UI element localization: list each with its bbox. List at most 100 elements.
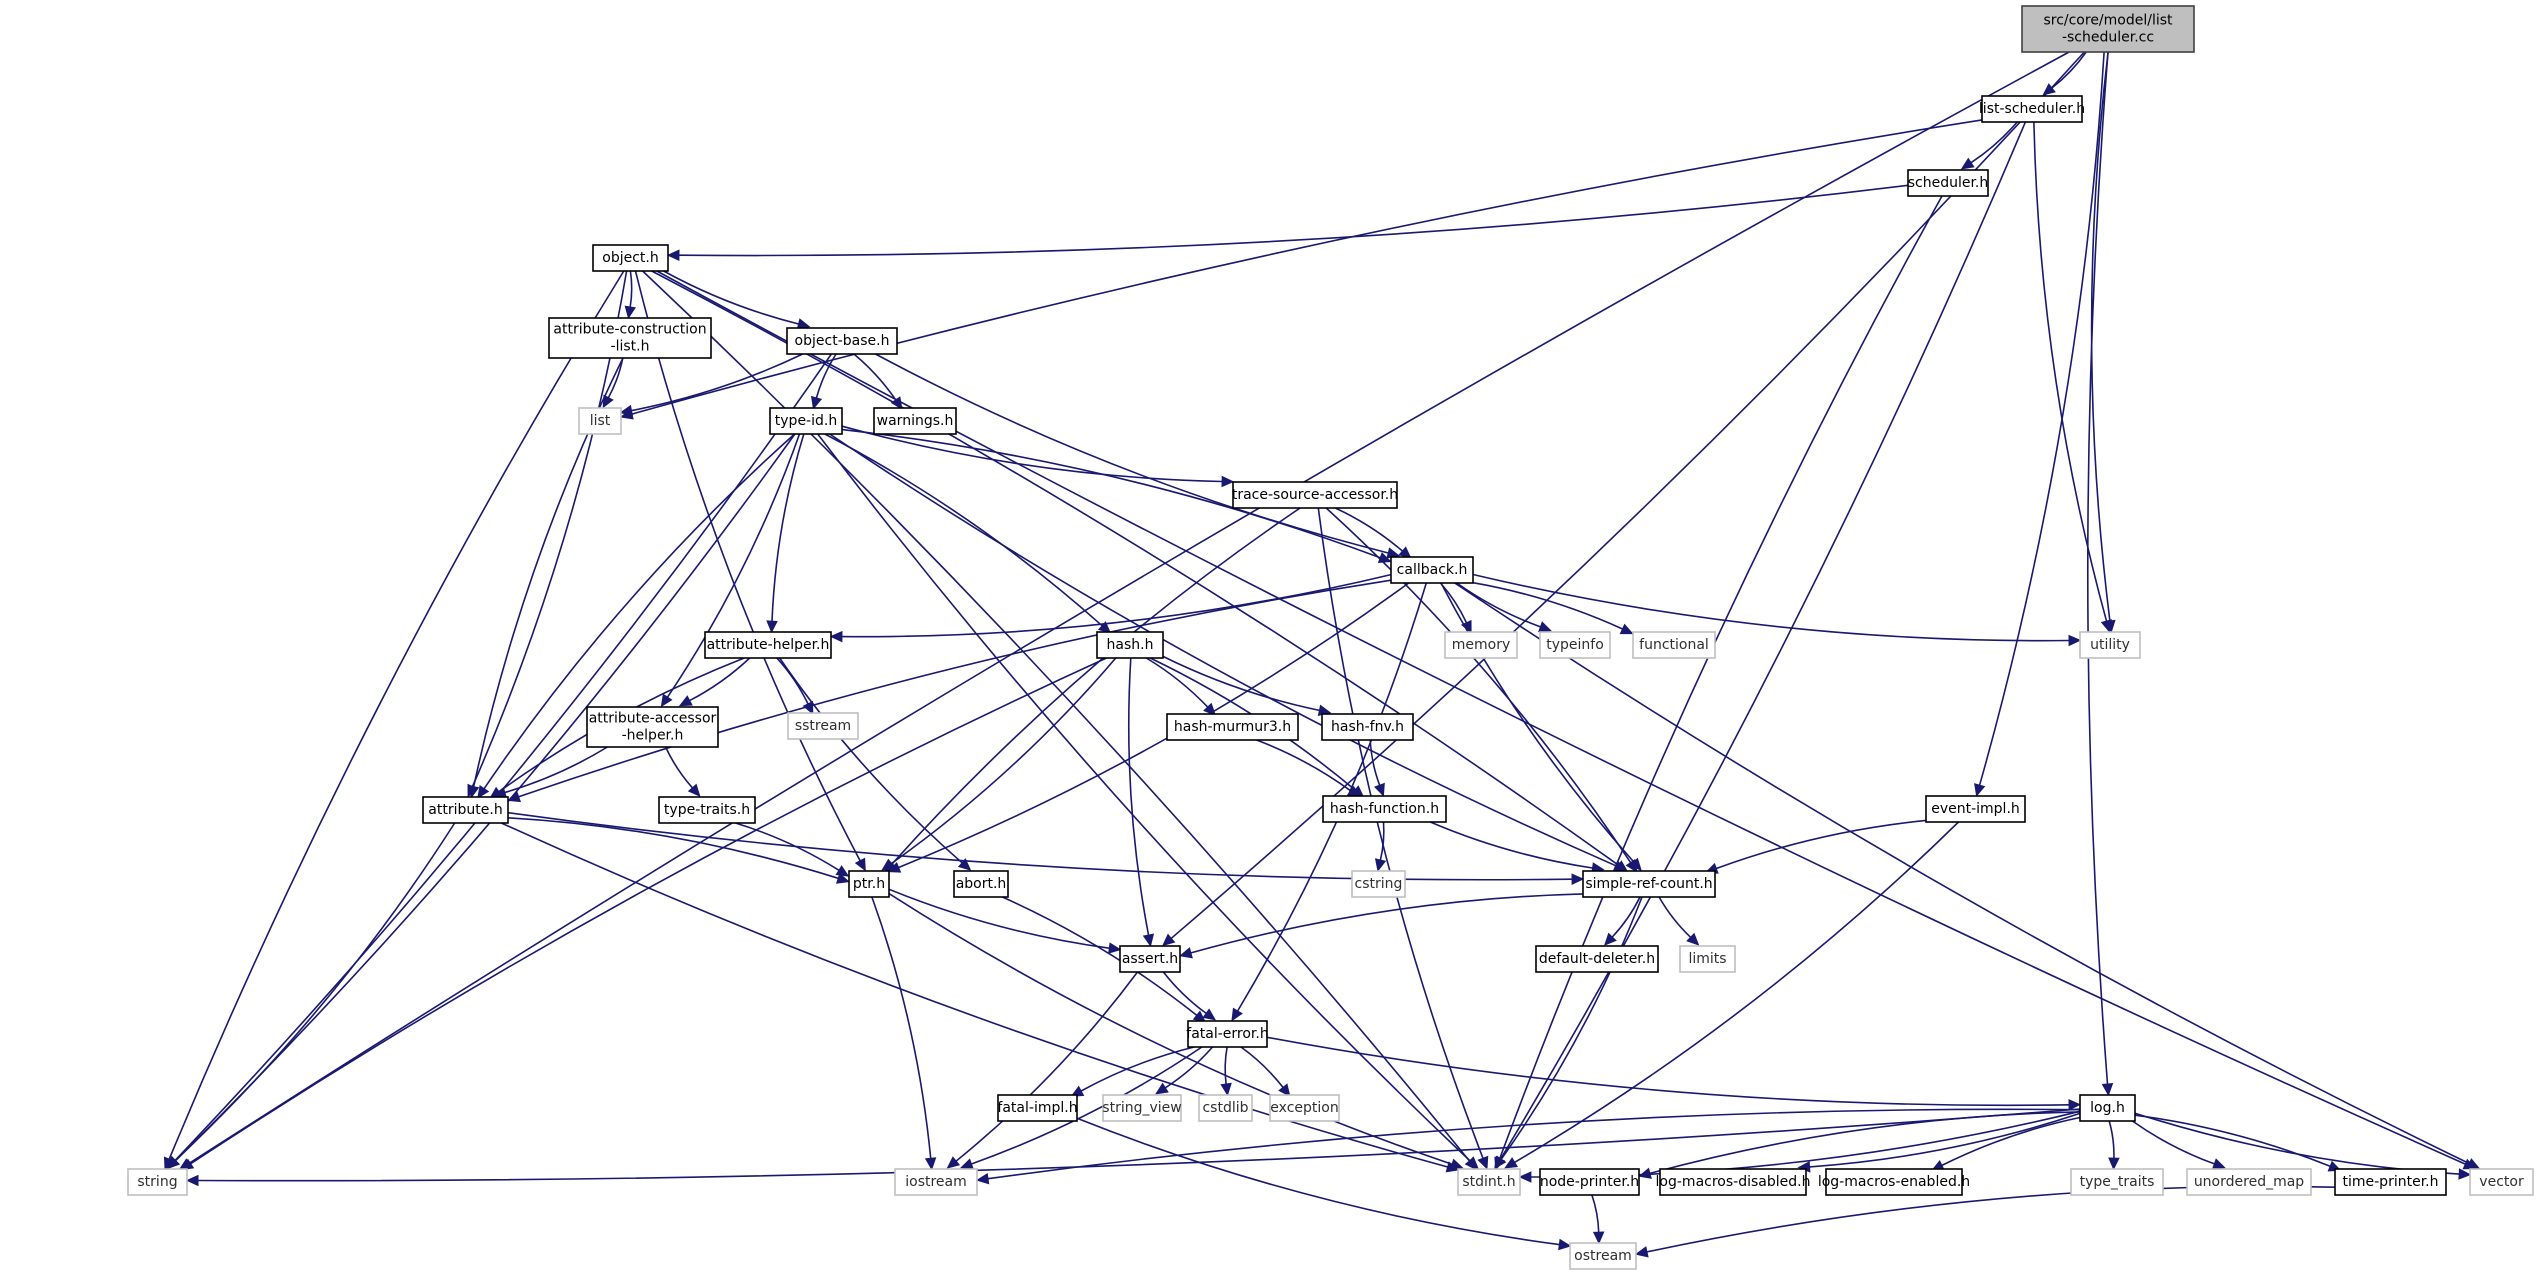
edge-object-base-h-to-string — [166, 353, 833, 1170]
node-attribute-construction-list-h[interactable]: attribute-construction-list.h — [548, 317, 712, 359]
node-stdint-h: stdint.h — [1457, 1168, 1521, 1196]
node-fatal-impl-h[interactable]: fatal-impl.h — [997, 1094, 1078, 1122]
node-box[interactable] — [2334, 1168, 2447, 1196]
edge-line — [634, 270, 861, 862]
node-box[interactable] — [704, 631, 832, 659]
edge-object-base-h-to-type-id-h — [810, 353, 837, 410]
edge-line — [1970, 121, 2018, 164]
node-object-base-h[interactable]: object-base.h — [786, 327, 898, 355]
node-box[interactable] — [997, 1094, 1078, 1122]
node-label: cstring — [1355, 876, 1403, 892]
node-log-macros-enabled-h[interactable]: log-macros-enabled.h — [1818, 1168, 1970, 1196]
arrowhead-icon — [829, 630, 843, 643]
node-box[interactable] — [658, 796, 756, 824]
edge-line — [500, 822, 1448, 1168]
node-box[interactable] — [1232, 481, 1398, 509]
arrowhead-icon — [1155, 1082, 1169, 1095]
node-exception: exception — [1269, 1094, 1340, 1122]
node-list: list — [578, 407, 622, 435]
node-object-h[interactable]: object.h — [592, 244, 669, 272]
node-label: -list.h — [611, 339, 650, 355]
edge-line — [2134, 1114, 2331, 1167]
node-box[interactable] — [953, 870, 1009, 898]
edge-hash-murmur3-h-to-hash-function-h — [1256, 739, 1361, 798]
node-simple-ref-count-h[interactable]: simple-ref-count.h — [1582, 870, 1716, 898]
node-box[interactable] — [422, 796, 509, 824]
edge-line — [1429, 821, 1593, 869]
edge-line — [841, 428, 1381, 559]
node-warnings-h[interactable]: warnings.h — [873, 407, 957, 435]
node-time-printer-h[interactable]: time-printer.h — [2334, 1168, 2447, 1196]
node-trace-source-accessor-h[interactable]: trace-source-accessor.h — [1232, 481, 1398, 509]
node-label: simple-ref-count.h — [1585, 876, 1712, 892]
node-box[interactable] — [1187, 1020, 1268, 1048]
node-node-printer-h[interactable]: node-printer.h — [1539, 1168, 1640, 1196]
node-ptr-h[interactable]: ptr.h — [848, 870, 890, 898]
node-box[interactable] — [848, 870, 890, 898]
node-box[interactable] — [2021, 5, 2195, 53]
node-box[interactable] — [1981, 95, 2083, 123]
node-box[interactable] — [1119, 945, 1181, 973]
node-default-deleter-h[interactable]: default-deleter.h — [1535, 945, 1659, 973]
node-box[interactable] — [873, 407, 957, 435]
node-box[interactable] — [1925, 795, 2026, 823]
edge-line — [1127, 657, 1150, 936]
node-attribute-h[interactable]: attribute.h — [422, 796, 509, 824]
node-box[interactable] — [786, 327, 898, 355]
node-box[interactable] — [1659, 1168, 1807, 1196]
node-label: functional — [1639, 637, 1709, 653]
edge-line — [174, 353, 833, 1162]
node-limits: limits — [1679, 945, 1736, 973]
edge-line — [188, 51, 2070, 1165]
node-hash-function-h[interactable]: hash-function.h — [1322, 795, 1447, 823]
node-box[interactable] — [1321, 713, 1414, 741]
node-event-impl-h[interactable]: event-impl.h — [1925, 795, 2026, 823]
node-fatal-error-h[interactable]: fatal-error.h — [1186, 1020, 1269, 1048]
edge-hash-h-to-assert-h — [1127, 657, 1155, 947]
node-type-traits-h[interactable]: type-traits.h — [658, 796, 756, 824]
node-box[interactable] — [1539, 1168, 1640, 1196]
node-abort-h[interactable]: abort.h — [953, 870, 1009, 898]
node-box[interactable] — [586, 706, 719, 748]
node-hash-murmur3-h[interactable]: hash-murmur3.h — [1166, 713, 1299, 741]
node-box — [1457, 1168, 1521, 1196]
edge-line — [1190, 893, 1584, 954]
edge-line — [1440, 582, 1635, 863]
edge-callback-h-to-attribute-helper-h — [829, 573, 1392, 643]
node-box[interactable] — [1390, 556, 1474, 584]
edge-fatal-error-h-to-exception — [1240, 1046, 1291, 1097]
node-label: object-base.h — [795, 333, 890, 349]
edge-line — [1145, 657, 1209, 708]
node-attribute-helper-h[interactable]: attribute-helper.h — [704, 631, 832, 659]
node-box[interactable] — [1907, 169, 1989, 197]
node-box[interactable] — [2079, 1094, 2136, 1122]
node-label: node-printer.h — [1540, 1174, 1639, 1190]
node-box[interactable] — [1096, 631, 1164, 659]
node-callback-h[interactable]: callback.h — [1390, 556, 1474, 584]
node-list-scheduler-h[interactable]: list-scheduler.h — [1979, 95, 2085, 123]
node-box[interactable] — [1166, 713, 1299, 741]
node-hash-fnv-h[interactable]: hash-fnv.h — [1321, 713, 1414, 741]
edge-type-id-h-to-attribute-helper-h — [766, 433, 805, 634]
node-type-id-h[interactable]: type-id.h — [769, 407, 843, 435]
edge-trace-source-accessor-h-to-stdint-h — [1317, 507, 1489, 1170]
node-box[interactable] — [769, 407, 843, 435]
node-box[interactable] — [1825, 1168, 1963, 1196]
node-box[interactable] — [548, 317, 712, 359]
node-attribute-accessor-helper-h[interactable]: attribute-accessor-helper.h — [586, 706, 719, 748]
node-log-h[interactable]: log.h — [2079, 1094, 2136, 1122]
node-box[interactable] — [592, 244, 669, 272]
node-box[interactable] — [1535, 945, 1659, 973]
node-log-macros-disabled-h[interactable]: log-macros-disabled.h — [1656, 1168, 1811, 1196]
edge-line — [829, 433, 1617, 867]
arrowhead-icon — [185, 1174, 199, 1187]
node-scheduler-h[interactable]: scheduler.h — [1907, 169, 1989, 197]
edge-simple-ref-count-h-to-limits — [1658, 896, 1700, 946]
edge-callback-h-to-functional — [1472, 581, 1634, 635]
edge-line — [1941, 1116, 2081, 1167]
root-node[interactable]: src/core/model/list-scheduler.cc — [2021, 5, 2195, 53]
node-hash-h[interactable]: hash.h — [1096, 631, 1164, 659]
node-assert-h[interactable]: assert.h — [1119, 945, 1181, 973]
node-box[interactable] — [1582, 870, 1716, 898]
node-box[interactable] — [1322, 795, 1447, 823]
